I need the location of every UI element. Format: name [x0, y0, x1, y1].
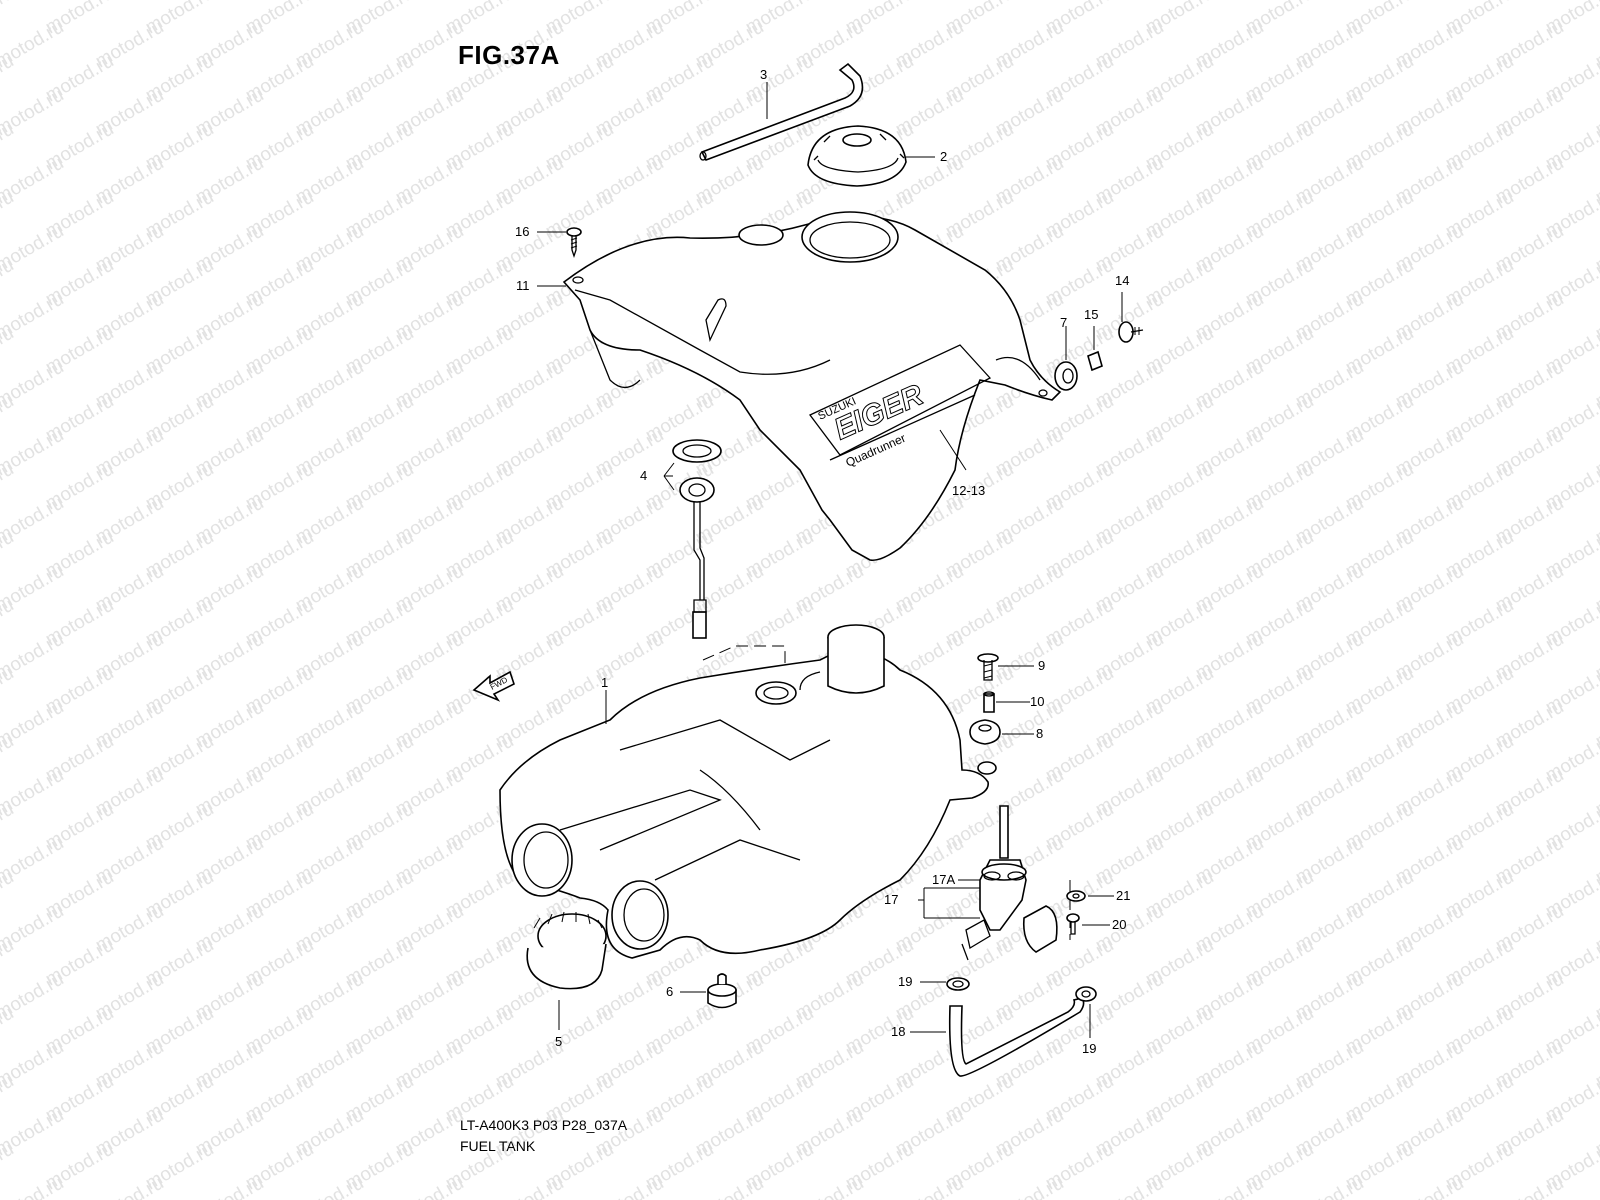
figure-title: FIG.37A [458, 40, 560, 70]
callout-9: 9 [1038, 658, 1046, 673]
fuel-level-gauge [663, 439, 722, 639]
callout-4: 4 [640, 468, 648, 483]
callout-6: 6 [666, 984, 674, 999]
callout-12-13: 12-13 [952, 483, 986, 498]
callout-15: 15 [1084, 307, 1099, 322]
callout-11: 11 [516, 278, 530, 293]
callout-1: 1 [601, 675, 609, 690]
breather-hose [699, 62, 864, 162]
tank-band [526, 911, 607, 1030]
callout-18: 18 [891, 1024, 906, 1039]
callout-5: 5 [555, 1034, 563, 1049]
forward-direction-arrow: FWD [472, 670, 515, 702]
tank-cushion [680, 973, 737, 1009]
valve-washer-screw [1066, 890, 1114, 935]
callout-21: 21 [1116, 888, 1131, 903]
tank-cover: SUZUKI EIGER Quadrunner [537, 211, 1062, 562]
callout-14: 14 [1115, 273, 1130, 288]
cover-mount-grommet-collar-bolt [1054, 292, 1144, 391]
fuel-valve [918, 805, 1071, 961]
hose-clamp-right [1075, 986, 1097, 1038]
model-code: LT-A400K3 P03 P28_037A [460, 1117, 628, 1133]
callout-7: 7 [1060, 315, 1068, 330]
fuel-hose [910, 997, 1085, 1077]
callout-20: 20 [1112, 917, 1127, 932]
callout-19-right: 19 [1082, 1041, 1097, 1056]
figure-caption: FUEL TANK [460, 1138, 536, 1154]
screw [537, 227, 582, 259]
callout-17: 17 [884, 892, 899, 907]
tank-mount-bolt-collar-cushion [969, 653, 1034, 745]
callout-2: 2 [940, 149, 948, 164]
gauge-alignment-line [702, 645, 786, 685]
callout-3: 3 [760, 67, 768, 82]
hose-clamp-left [920, 977, 970, 991]
fuel-cap [807, 125, 935, 187]
callout-10: 10 [1030, 694, 1045, 709]
callout-8: 8 [1036, 726, 1044, 741]
callout-16: 16 [515, 224, 530, 239]
callout-19-left: 19 [898, 974, 913, 989]
fuel-tank [499, 624, 997, 959]
callout-17a: 17A [932, 872, 956, 887]
